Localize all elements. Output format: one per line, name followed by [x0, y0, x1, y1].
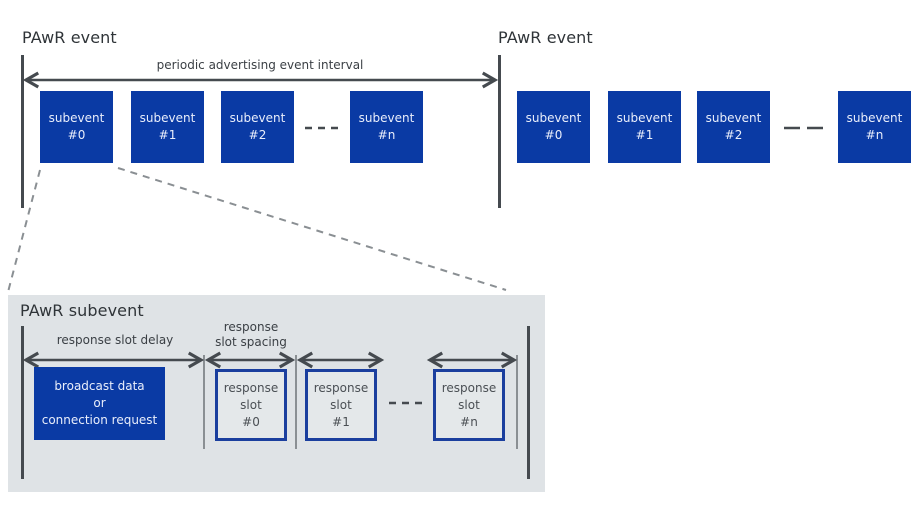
- broadcast-or-label: or: [93, 396, 106, 410]
- subevent-index: #1: [635, 128, 654, 142]
- subevent-box: subevent #0: [517, 91, 590, 163]
- subevent-label: subevent: [616, 111, 673, 125]
- slot-label: slot: [458, 397, 480, 412]
- response-slot-box: response slot #1: [305, 369, 377, 441]
- slot-label: slot: [330, 397, 352, 412]
- spacing-label-line: response: [223, 320, 279, 334]
- slot-separator: [203, 355, 205, 449]
- slot-label: response: [313, 380, 369, 395]
- subevent-box: subevent #1: [608, 91, 681, 163]
- subevent-label: subevent: [229, 111, 286, 125]
- subevent-box: subevent #2: [221, 91, 294, 163]
- pawr-event-label-2: PAwR event: [498, 28, 593, 47]
- subevent-label: subevent: [525, 111, 582, 125]
- subevent-box: subevent #n: [838, 91, 911, 163]
- broadcast-data-box: broadcast data or connection request: [34, 367, 165, 440]
- slot-label: response: [441, 380, 497, 395]
- slot-index: #0: [242, 414, 260, 429]
- spacing-label-line: slot spacing: [215, 335, 287, 349]
- subevent-end-boundary: [527, 326, 530, 479]
- subevent-index: #n: [865, 128, 884, 142]
- response-slot-spacing-label: response slot spacing: [204, 320, 298, 350]
- subevent-label: subevent: [48, 111, 105, 125]
- broadcast-label: broadcast data: [54, 379, 145, 393]
- pawr-subevent-title: PAwR subevent: [20, 301, 144, 320]
- subevent-label: subevent: [846, 111, 903, 125]
- subevent-label: subevent: [139, 111, 196, 125]
- subevent-label: subevent: [358, 111, 415, 125]
- subevent-box: subevent #2: [697, 91, 770, 163]
- subevent-index: #n: [377, 128, 396, 142]
- slot-label: slot: [240, 397, 262, 412]
- response-slot-box: response slot #0: [215, 369, 287, 441]
- zoom-dashed-line-right: [117, 167, 507, 291]
- subevent-box: subevent #0: [40, 91, 113, 163]
- subevent-index: #2: [724, 128, 743, 142]
- interval-label: periodic advertising event interval: [156, 58, 364, 72]
- subevent-box: subevent #n: [350, 91, 423, 163]
- slot-separator: [516, 355, 518, 449]
- slot-separator: [295, 355, 297, 449]
- subevent-index: #0: [67, 128, 86, 142]
- subevent-index: #2: [248, 128, 267, 142]
- event-boundary-1: [21, 55, 24, 208]
- slot-label: response: [223, 380, 279, 395]
- subevent-start-boundary: [21, 326, 24, 479]
- pawr-event-label-1: PAwR event: [22, 28, 117, 47]
- response-slot-box: response slot #n: [433, 369, 505, 441]
- subevent-box: subevent #1: [131, 91, 204, 163]
- response-slot-delay-label: response slot delay: [56, 333, 174, 347]
- slot-index: #1: [332, 414, 350, 429]
- subevent-index: #0: [544, 128, 563, 142]
- slot-index: #n: [460, 414, 478, 429]
- subevent-index: #1: [158, 128, 177, 142]
- event-boundary-2: [498, 55, 501, 208]
- connection-request-label: connection request: [41, 413, 158, 427]
- zoom-dashed-line-left: [7, 169, 41, 293]
- subevent-label: subevent: [705, 111, 762, 125]
